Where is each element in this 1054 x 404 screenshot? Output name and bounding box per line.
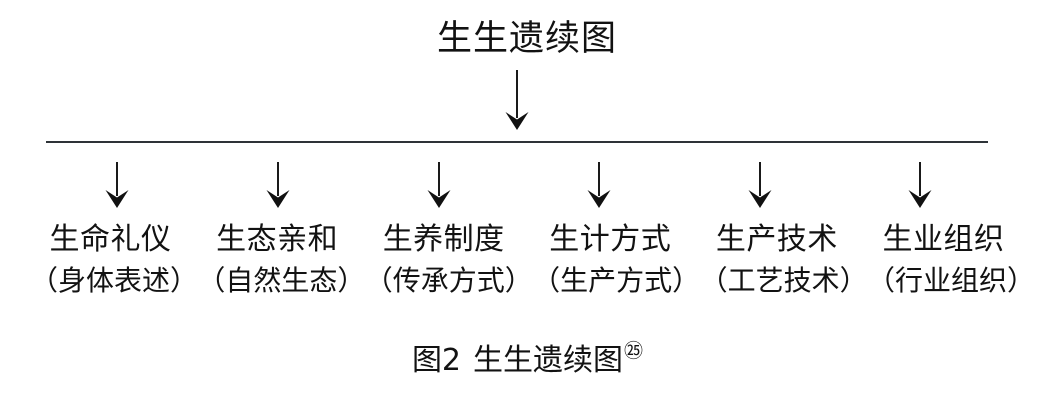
branch-label-row: 生命礼仪 生态亲和 生养制度 生计方式 生产技术 生业组织 [30,221,1024,259]
branch-label-2: 生态亲和 [216,222,339,257]
root-down-arrow [504,70,530,134]
horizontal-bus-line [46,141,988,143]
branch-label-5: 生产技术 [715,222,838,257]
arrowhead-icon [426,190,452,212]
branch-sublabel-row: （身体表述） （自然生态） （传承方式） （生产方式） （工艺技术） （行业组织… [30,262,1035,300]
arrow-shaft [598,162,600,196]
branch-sublabel-4: （生产方式） [532,264,701,297]
branch-sublabel-3: （传承方式） [364,264,533,297]
arrowhead-icon [504,112,530,134]
arrowhead-icon [907,190,933,212]
branch-arrow-3 [426,162,452,212]
arrow-shaft [919,162,921,196]
arrowhead-icon [265,190,291,212]
arrow-shaft [277,162,279,196]
branch-label-6: 生业组织 [882,222,1005,257]
branch-label-3: 生养制度 [382,222,505,257]
diagram-title: 生生遗续图 [436,19,617,59]
branch-sublabel-1: （身体表述） [30,264,199,297]
arrow-shaft [116,162,118,196]
arrow-shaft [759,162,761,196]
caption-number: 图2 [411,343,462,378]
arrowhead-icon [747,190,773,212]
arrowhead-icon [104,190,130,212]
branch-label-1: 生命礼仪 [49,222,172,257]
caption-title: 生生遗续图 [473,343,624,378]
caption-reference-marker: ㉕ [624,340,644,362]
figure-caption: 图2 生生遗续图㉕ [0,340,1054,382]
arrow-shaft [516,70,518,118]
branch-sublabel-5: （工艺技术） [699,264,868,297]
branch-label-4: 生计方式 [549,222,672,257]
arrow-shaft [438,162,440,196]
branch-arrow-2 [265,162,291,212]
branch-arrow-1 [104,162,130,212]
branch-arrow-6 [907,162,933,212]
arrowhead-icon [586,190,612,212]
branch-sublabel-2: （自然生态） [197,264,366,297]
branch-arrow-5 [747,162,773,212]
branch-arrow-4 [586,162,612,212]
branch-sublabel-6: （行业组织） [866,264,1035,297]
